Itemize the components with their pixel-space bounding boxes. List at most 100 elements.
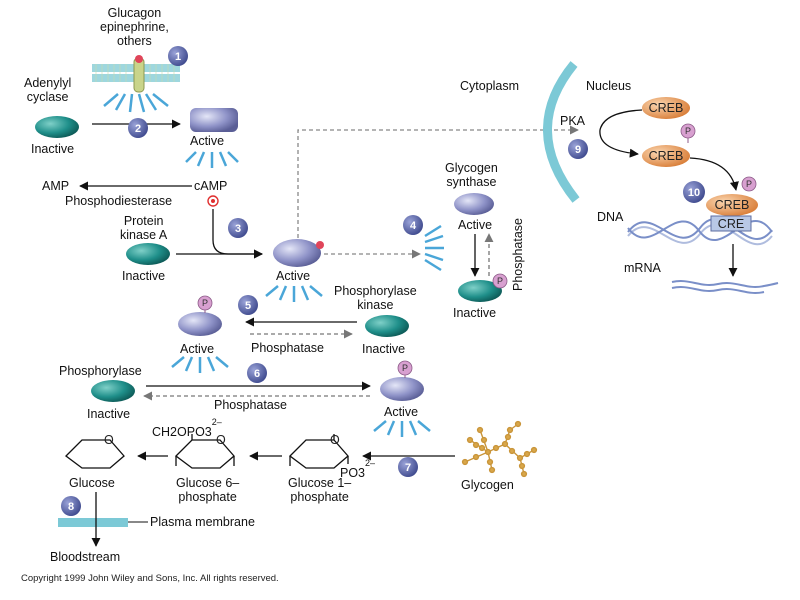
svg-text:6: 6 [254,368,260,380]
g6p-ring-oxygen: O [216,433,226,447]
g1p-ring-oxygen: O [330,433,340,447]
glucose-ring-oxygen: O [104,433,114,447]
svg-text:9: 9 [575,144,581,156]
synthase-spark [424,224,444,272]
pk-phosphate-label: P [202,298,208,308]
pka-inactive [126,243,170,265]
phosphorylase-kinase-phosphatase-label: Phosphatase [251,341,324,355]
nuclear-envelope [543,61,580,203]
phosphorylase-phosphate-label: P [402,363,408,373]
creb-unphosphorylated [642,97,690,119]
step-marker-9: 9 [568,139,588,159]
svg-text:7: 7 [405,462,411,474]
copyright-notice: Copyright 1999 John Wiley and Sons, Inc.… [21,573,279,584]
step-marker-5: 5 [238,295,258,315]
phosphorylase-active [380,377,424,401]
phosphorylase-kinase-active [178,312,222,336]
svg-text:1: 1 [175,51,181,63]
phosphorylase-phosphatase-label: Phosphatase [214,398,287,412]
glucose-6-phosphate-ring [175,434,235,469]
arrow-pka-to-nucleus [297,125,579,238]
svg-text:8: 8 [68,501,74,513]
plasma-membrane-label: Plasma membrane [150,515,255,529]
phosphorylase-kinase-active-label: Active [180,342,215,356]
step-marker-1: 1 [168,46,188,66]
mrna-strand [671,280,779,288]
phosphorylase-inactive [91,380,135,402]
glycogen-icon [461,420,538,478]
phosphorylase-kinase-label: Phosphorylase kinase [334,284,417,312]
svg-text:3: 3 [235,223,241,235]
nucleus-label: Nucleus [586,79,632,93]
step-marker-4: 4 [403,215,423,235]
bloodstream-label: Bloodstream [50,550,121,564]
cytoplasm-label: Cytoplasm [460,79,520,93]
glycogen-synthase-inactive-label: Inactive [453,306,497,320]
step-marker-10: 10 [683,181,705,203]
synthase-phosphate-label: P [497,276,503,286]
creb-label-3: CREB [715,198,750,212]
step-marker-6: 6 [247,363,267,383]
pka-label: Protein kinase A [120,214,168,242]
step-marker-3: 3 [228,218,248,238]
phosphorylase-spark [373,420,431,437]
receptor-signal-spark [103,93,169,113]
phosphodiesterase-inhibitor-icon [207,195,219,207]
glucose-1-phosphate-label: Glucose 1– phosphate [288,476,352,504]
amp-label: AMP [42,179,70,193]
camp-label: cAMP [194,179,228,193]
glucose-ring [65,439,125,469]
creb-bound-to-cre [706,194,758,216]
adenylyl-cyclase-active-label: Active [190,134,225,148]
pka-spark [265,285,323,302]
po3-charge: 2– [365,458,376,468]
glycogen-label: Glycogen [461,478,514,492]
glycogen-synthase-label: Glycogen synthase [445,161,498,189]
phosphodiesterase-label: Phosphodiesterase [65,194,173,208]
dna-label: DNA [597,210,624,224]
mrna-label: mRNA [624,261,661,275]
pka-inactive-label: Inactive [122,269,166,283]
glucose-6-phosphate-label: Glucose 6– phosphate [176,476,240,504]
phosphorylase-label: Phosphorylase [59,364,142,378]
step-marker-2: 2 [128,118,148,138]
adenylyl-cyclase-label: Adenylyl cyclase [24,76,72,104]
creb-phosphate-label-1: P [685,126,691,136]
creb-label-2: CREB [649,149,684,163]
camp-spark [185,151,239,168]
adenylyl-cyclase-inactive [35,116,79,138]
arrow-creb-to-dna [689,157,739,191]
step-marker-7: 7 [398,457,418,477]
svg-text:10: 10 [688,187,700,199]
phosphorylase-active-label: Active [384,405,419,419]
phosphorylase-inactive-label: Inactive [87,407,131,421]
phosphorylase-kinase-inactive-label: Inactive [362,342,406,356]
phosphorylase-kinase-inactive [365,315,409,337]
svg-text:4: 4 [410,220,417,232]
cre-element [710,215,752,232]
hormone-receptor-membrane [92,55,180,93]
cre-label: CRE [718,217,744,231]
plasma-membrane-bar [58,518,128,527]
creb-phosphorylated [642,145,690,167]
hormones-label: Glucagon epinephrine, others [100,6,169,48]
svg-text:2: 2 [135,123,141,135]
ch2opo3-label: CH2OPO32– [152,417,222,440]
svg-text:5: 5 [245,300,251,312]
glycogen-synthase-active [454,193,494,215]
pka-active [273,239,321,267]
glucose-label: Glucose [69,476,115,490]
creb-phosphate-label-2: P [746,179,752,189]
pk-spark [171,356,229,373]
pka-active-label: Active [276,269,311,283]
adenylyl-cyclase-inactive-label: Inactive [31,142,75,156]
nuclear-pka-label: PKA [560,114,586,128]
glycogen-synthase-active-label: Active [458,218,493,232]
ch2opo3-charge: 2– [211,417,222,427]
adenylyl-cyclase-active [190,108,238,132]
glycogen-synthase-phosphatase-label: Phosphatase [511,218,525,291]
creb-label-1: CREB [649,101,684,115]
step-marker-8: 8 [61,496,81,516]
arrow-pka-phosphorylates-creb [599,109,643,158]
